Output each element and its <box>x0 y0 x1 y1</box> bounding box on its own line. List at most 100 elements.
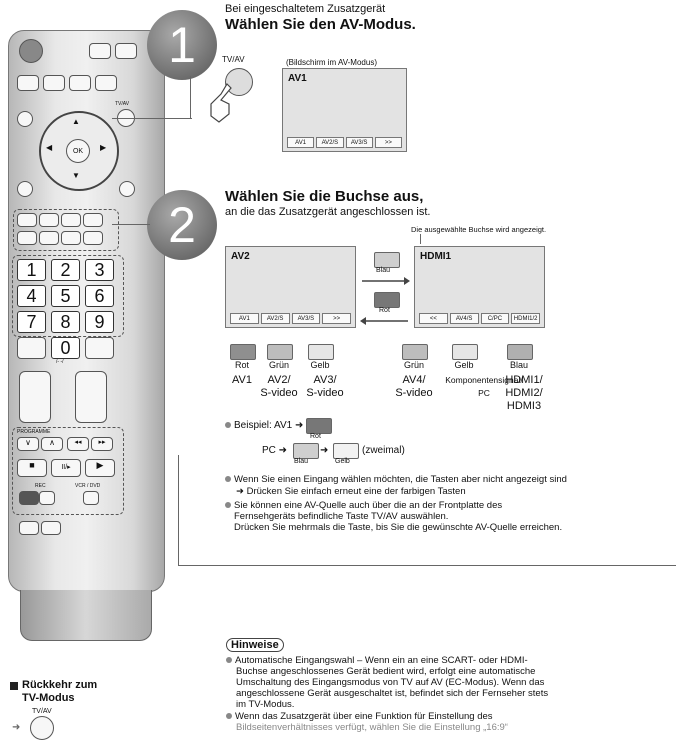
number-key-9[interactable]: 9 <box>85 311 114 333</box>
aux-left-button[interactable] <box>17 337 46 359</box>
screen-tab: AV4/S <box>449 313 479 324</box>
step-1-title: Wählen Sie den AV-Modus. <box>225 16 416 33</box>
channel-rocker[interactable] <box>75 371 107 423</box>
programme-label: PROGRAMME <box>17 429 51 435</box>
example-suffix: (zweimal) <box>362 445 405 456</box>
stop-button[interactable]: ■ <box>17 459 47 477</box>
step-2-subtitle: an die das Zusatzgerät angeschlossen ist… <box>225 206 431 218</box>
ok-button[interactable]: OK <box>66 139 90 163</box>
selected-note: Die ausgewählte Buchse wird angezeigt. <box>411 225 547 234</box>
hinweise-line: Buchse angeschlossenes Gerät bedient wir… <box>236 666 536 677</box>
hinweise-title: Hinweise <box>226 638 284 652</box>
right-screen-tab-bar: << AV4/S C/PC HDMI1/2 <box>419 313 540 324</box>
color-input-name: AV1 <box>232 374 252 386</box>
up-arrow-icon: ▲ <box>72 117 80 126</box>
example-yellow-key <box>333 443 359 459</box>
screen-tab: AV3/S <box>345 137 373 148</box>
pause-play-button[interactable]: II/▸ <box>51 459 81 477</box>
example-blue-label: Blau <box>294 458 309 465</box>
number-key-1[interactable]: 1 <box>17 259 46 281</box>
example-red-label: Rot <box>310 433 321 440</box>
number-key-5[interactable]: 5 <box>51 285 80 307</box>
lower-right-button[interactable] <box>119 181 135 197</box>
left-input-screen: AV2 AV1 AV2/S AV3/S >> <box>225 246 356 328</box>
hinweise-line: Wenn das Zusatzgerät über eine Funktion … <box>235 711 493 722</box>
color-swatch <box>308 344 334 360</box>
step-1-badge: 1 <box>147 10 217 80</box>
step-2-title: Wählen Sie die Buchse aus, <box>225 188 424 205</box>
example-pc: PC <box>262 445 276 456</box>
yellow-button[interactable] <box>61 213 81 227</box>
left-arrow-icon <box>360 317 408 325</box>
return-tvav-button[interactable] <box>30 716 54 740</box>
note-2-text: Sie können eine AV-Quelle auch über die … <box>234 500 503 511</box>
extra-button-1[interactable] <box>19 521 39 535</box>
number-key-0[interactable]: 0 <box>51 337 80 359</box>
fn-button-2[interactable] <box>39 231 59 245</box>
return-title: Rückkehr zum TV-Modus <box>22 679 98 704</box>
tvav-button-illustration[interactable] <box>225 68 253 96</box>
remote-button-e[interactable] <box>69 75 91 91</box>
note-2-line3: Drücken Sie mehrmals die Taste, bis Sie … <box>234 522 563 533</box>
prog-down-button[interactable]: ∨ <box>17 437 39 451</box>
remote-button-b[interactable] <box>115 43 137 59</box>
color-buttons-group <box>13 209 119 251</box>
note-1-sub-text: Drücken Sie einfach erneut eine der farb… <box>246 486 466 497</box>
fn-button-4[interactable] <box>83 231 103 245</box>
number-key-2[interactable]: 2 <box>51 259 80 281</box>
color-label: Gelb <box>454 360 474 370</box>
rec-aux-button[interactable] <box>39 491 55 505</box>
red-button[interactable] <box>17 213 37 227</box>
number-key-7[interactable]: 7 <box>17 311 46 333</box>
color-label: Blau <box>509 360 528 370</box>
remote-button-f[interactable] <box>95 75 117 91</box>
return-button-label: TV/AV <box>32 708 52 715</box>
screen-tab: AV3/S <box>291 313 321 324</box>
right-input-screen: HDMI1 << AV4/S C/PC HDMI1/2 <box>414 246 545 328</box>
fn-button-3[interactable] <box>61 231 81 245</box>
note-1-text: Wenn Sie einen Eingang wählen möchten, d… <box>234 474 567 485</box>
extra-button-2[interactable] <box>41 521 61 535</box>
step-1-connector-v <box>190 76 191 119</box>
number-key-8[interactable]: 8 <box>51 311 80 333</box>
screen-tab: AV2/S <box>316 137 344 148</box>
color-input-name: AV4/ S-video <box>395 374 433 399</box>
playback-group <box>12 427 124 515</box>
left-arrow-icon: ◀ <box>46 143 53 152</box>
hinweise-line: im TV-Modus. <box>236 699 295 710</box>
number-key-4[interactable]: 4 <box>17 285 46 307</box>
prog-up-button[interactable]: ∧ <box>41 437 63 451</box>
remote-button-d[interactable] <box>43 75 65 91</box>
screen-tab-bar: AV1 AV2/S AV3/S >> <box>287 137 402 148</box>
remote-button-a[interactable] <box>89 43 111 59</box>
color-label: Grün <box>403 360 424 370</box>
blue-button[interactable] <box>83 213 103 227</box>
left-remote-button[interactable] <box>17 111 33 127</box>
power-button[interactable] <box>19 39 43 63</box>
remote-button-c[interactable] <box>17 75 39 91</box>
screen-tab: >> <box>322 313 351 324</box>
number-key-3[interactable]: 3 <box>85 259 114 281</box>
right-screen-title: HDMI1 <box>420 251 452 262</box>
number-pad-group <box>12 255 124 337</box>
aux-right-button[interactable] <box>85 337 114 359</box>
rec-button[interactable] <box>19 491 39 505</box>
forward-button[interactable]: ▸▸ <box>91 437 113 451</box>
color-input-name: AV2/ S-video <box>260 374 298 399</box>
play-button[interactable]: ▶ <box>85 459 115 477</box>
rewind-button[interactable]: ◂◂ <box>67 437 89 451</box>
lower-left-button[interactable] <box>17 181 33 197</box>
fn-button-1[interactable] <box>17 231 37 245</box>
number-key-6[interactable]: 6 <box>85 285 114 307</box>
screen-tab: HDMI1/2 <box>511 313 540 324</box>
color-swatch <box>267 344 293 360</box>
green-button[interactable] <box>39 213 59 227</box>
note-1: Wenn Sie einen Eingang wählen möchten, d… <box>225 474 675 486</box>
vcr-dvd-switch[interactable] <box>83 491 99 505</box>
color-label: Gelb <box>310 360 330 370</box>
remote-connector-v <box>178 455 179 565</box>
arrow-top-label: Blau <box>376 267 391 274</box>
hinweise-item-2: Wenn das Zusatzgerät über eine Funktion … <box>226 711 493 723</box>
screen-tab: >> <box>374 137 402 148</box>
volume-rocker[interactable] <box>19 371 51 423</box>
